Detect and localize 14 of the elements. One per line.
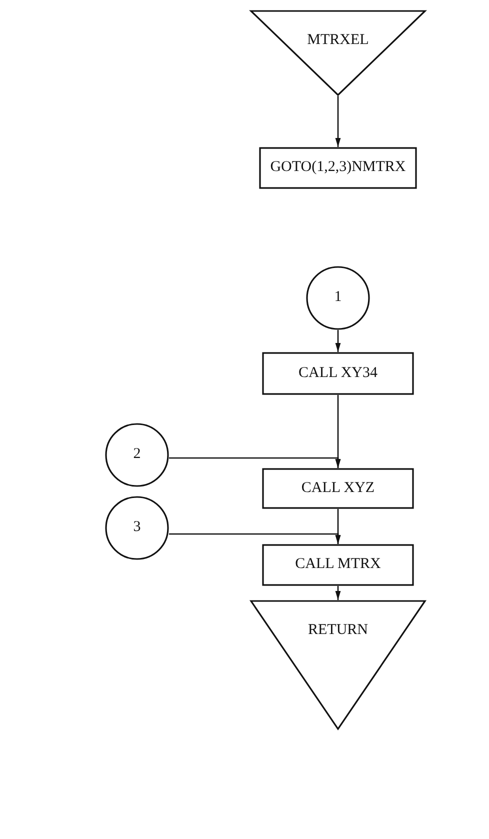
node-label: MTRXEL xyxy=(306,32,370,49)
arrow xyxy=(335,96,341,147)
node-label: RETURN xyxy=(307,622,369,639)
arrow xyxy=(169,533,341,544)
arrow xyxy=(335,330,341,352)
node-label: GOTO(1,2,3)NMTRX xyxy=(269,159,407,176)
node-label: CALL XYZ xyxy=(300,480,376,496)
node-label: 1 xyxy=(333,289,343,306)
arrow xyxy=(335,586,341,600)
node-label: 3 xyxy=(132,519,142,536)
node-label: CALL MTRX xyxy=(294,556,382,573)
node-label: 2 xyxy=(132,446,142,463)
arrow xyxy=(169,457,341,468)
node-label: CALL XY34 xyxy=(297,364,379,382)
